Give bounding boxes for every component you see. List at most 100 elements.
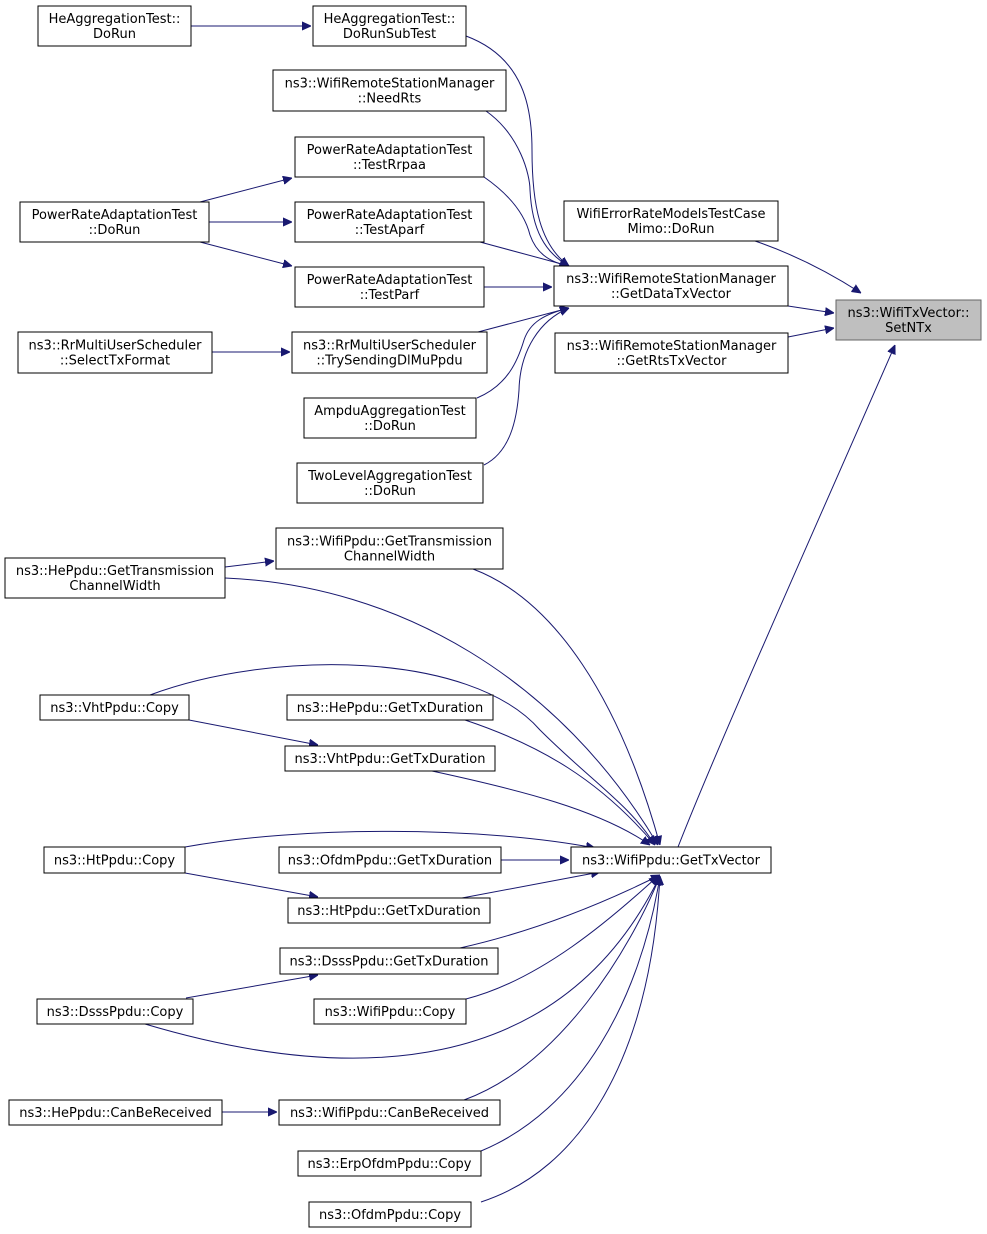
node-label-line: DoRun (93, 27, 136, 42)
node-label-line: ns3::RrMultiUserScheduler (29, 339, 203, 354)
node-label-line: ns3::OfdmPpdu::Copy (319, 1208, 461, 1223)
graph-node-vhtgtd[interactable]: ns3::VhtPpdu::GetTxDuration (284, 745, 496, 772)
node-box (294, 136, 485, 178)
node-label-line: ::DoRun (364, 419, 416, 434)
graph-node-gtxv[interactable]: ns3::WifiPpdu::GetTxVector (570, 846, 772, 874)
edge-ofdmcopy-to-gtxv (480, 876, 660, 1203)
node-box (36, 998, 194, 1025)
edge-aparf-to-gdtv (479, 241, 569, 266)
graph-node-selfmt[interactable]: ns3::RrMultiUserScheduler::SelectTxForma… (17, 331, 213, 374)
graph-node-parf[interactable]: PowerRateAdaptationTest::TestParf (294, 266, 485, 308)
edge-wpgtcw-to-gtxv (472, 568, 660, 845)
node-label-line: ns3::DsssPpdu::GetTxDuration (290, 955, 489, 970)
edge-grts-to-setntx (787, 328, 834, 338)
node-label-line: PowerRateAdaptationTest (307, 208, 473, 223)
node-layer: ns3::WifiTxVector::SetNTxns3::WifiRemote… (4, 5, 982, 1228)
node-box (39, 694, 190, 721)
edge-prarun-to-parf (199, 241, 292, 266)
edge-wpcopy-to-gtxv (144, 876, 660, 1059)
graph-node-twolvl[interactable]: TwoLevelAggregationTest::DoRun (296, 462, 484, 504)
graph-node-gdtv[interactable]: ns3::WifiRemoteStationManager::GetDataTx… (553, 265, 789, 307)
graph-node-vhtcopy[interactable]: ns3::VhtPpdu::Copy (39, 694, 190, 721)
graph-node-hecbr[interactable]: ns3::HePpdu::CanBeReceived (8, 1099, 223, 1126)
node-label-line: ::GetDataTxVector (611, 287, 732, 302)
node-box (8, 1099, 223, 1126)
edge-rrpaa-to-gdtv (483, 176, 569, 266)
node-box (308, 1201, 472, 1228)
node-label-line: ns3::WifiPpdu::CanBeReceived (290, 1106, 489, 1121)
node-label-line: ns3::HtPpdu::GetTxDuration (297, 904, 481, 919)
node-box (37, 5, 192, 47)
edge-hegtcw-to-wpgtcw (224, 561, 274, 568)
edge-htgtd-to-gtxv (461, 872, 600, 899)
graph-node-trysend[interactable]: ns3::RrMultiUserScheduler::TrySendingDlM… (291, 331, 488, 374)
graph-node-grts[interactable]: ns3::WifiRemoteStationManager::GetRtsTxV… (554, 332, 789, 374)
node-label-line: ChannelWidth (69, 579, 160, 594)
node-label-line: ::DoRun (364, 484, 416, 499)
node-label-line: AmpduAggregationTest (314, 404, 465, 419)
graph-node-ofdmcopy[interactable]: ns3::OfdmPpdu::Copy (308, 1201, 472, 1228)
graph-node-erpcopy[interactable]: ns3::ErpOfdmPpdu::Copy (297, 1150, 482, 1177)
edge-prarun-to-rrpaa (199, 178, 292, 203)
node-label-line: ::TrySendingDlMuPpdu (316, 354, 462, 369)
node-label-line: ::GetRtsTxVector (617, 354, 728, 369)
node-box (291, 331, 488, 374)
graph-node-hegtd[interactable]: ns3::HePpdu::GetTxDuration (286, 694, 494, 721)
edge-hegtd-to-gtxv (464, 719, 655, 845)
graph-node-setntx[interactable]: ns3::WifiTxVector::SetNTx (835, 299, 982, 341)
edge-dssscopy-to-gtxv (465, 876, 658, 1000)
edge-vhtcopy-to-gtxv (149, 664, 655, 845)
node-box (303, 397, 477, 439)
node-box (287, 897, 491, 924)
graph-node-dsssgtd[interactable]: ns3::DsssPpdu::GetTxDuration (279, 947, 499, 975)
edge-hegtcw-to-gtxv (224, 577, 658, 845)
node-label-line: PowerRateAdaptationTest (32, 208, 198, 223)
node-label-line: ChannelWidth (344, 550, 435, 565)
node-label-line: ::TestParf (360, 288, 420, 303)
node-label-line: PowerRateAdaptationTest (307, 273, 473, 288)
graph-node-wpgtcw[interactable]: ns3::WifiPpdu::GetTransmissionChannelWid… (275, 527, 504, 570)
graph-node-ofdmgtd[interactable]: ns3::OfdmPpdu::GetTxDuration (278, 846, 502, 874)
graph-node-htgtd[interactable]: ns3::HtPpdu::GetTxDuration (287, 897, 491, 924)
node-label-line: ::SelectTxFormat (60, 354, 170, 369)
graph-node-ampdu[interactable]: AmpduAggregationTest::DoRun (303, 397, 477, 439)
node-box (294, 201, 485, 243)
edge-gdtv-to-setntx (787, 305, 834, 313)
node-label-line: ns3::WifiTxVector:: (847, 306, 969, 321)
graph-node-rrpaa[interactable]: PowerRateAdaptationTest::TestRrpaa (294, 136, 485, 178)
graph-node-htcopy[interactable]: ns3::HtPpdu::Copy (43, 846, 186, 874)
graph-node-herun[interactable]: HeAggregationTest::DoRun (37, 5, 192, 47)
node-box (275, 527, 504, 570)
node-box (294, 266, 485, 308)
node-label-line: SetNTx (885, 321, 932, 336)
node-box (297, 1150, 482, 1177)
node-label-line: HeAggregationTest:: (49, 12, 181, 27)
graph-node-wpcopy[interactable]: ns3::WifiPpdu::Copy (313, 998, 467, 1025)
node-label-line: ::NeedRts (358, 92, 422, 107)
edge-vhtcopy-to-vhtgtd (188, 719, 318, 745)
node-label-line: TwoLevelAggregationTest (307, 469, 472, 484)
node-label-line: ns3::WifiRemoteStationManager (566, 272, 776, 287)
node-label-line: ns3::DsssPpdu::Copy (47, 1005, 184, 1020)
graph-node-needrts[interactable]: ns3::WifiRemoteStationManager::NeedRts (272, 69, 507, 112)
node-label-line: ns3::RrMultiUserScheduler (303, 339, 477, 354)
node-label-line: ::DoRun (89, 223, 141, 238)
graph-node-wpcbr[interactable]: ns3::WifiPpdu::CanBeReceived (278, 1099, 501, 1126)
graph-node-prarun[interactable]: PowerRateAdaptationTest::DoRun (19, 201, 210, 243)
node-label-line: ns3::HePpdu::GetTransmission (16, 564, 214, 579)
node-label-line: ns3::WifiRemoteStationManager (285, 77, 495, 92)
graph-node-dssscopy[interactable]: ns3::DsssPpdu::Copy (36, 998, 194, 1025)
node-box (554, 332, 789, 374)
graph-node-aparf[interactable]: PowerRateAdaptationTest::TestAparf (294, 201, 485, 243)
node-label-line: PowerRateAdaptationTest (307, 143, 473, 158)
graph-node-hesub[interactable]: HeAggregationTest::DoRunSubTest (312, 5, 467, 47)
node-box (296, 462, 484, 504)
node-label-line: HeAggregationTest:: (324, 12, 456, 27)
node-label-line: ns3::ErpOfdmPpdu::Copy (308, 1157, 472, 1172)
node-box (553, 265, 789, 307)
node-box (279, 947, 499, 975)
edge-wpcbr-to-gtxv (463, 876, 660, 1101)
edge-erpcopy-to-gtxv (480, 876, 660, 1152)
